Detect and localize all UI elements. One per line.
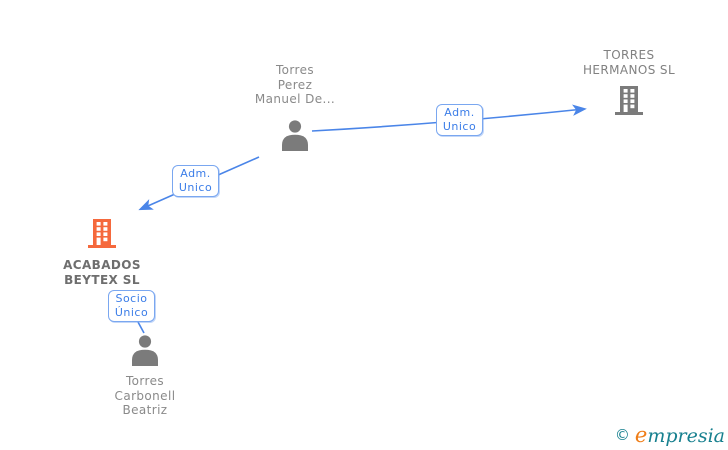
copyright-icon: © [614, 426, 630, 444]
edge-label-adm-unico-left: Adm. Unico [172, 165, 219, 197]
brand-initial: e [634, 423, 648, 447]
brand-wordmark: empresia [635, 423, 725, 447]
company-name-label: TORRES HERMANOS SL [582, 48, 676, 77]
edge-label-socio-unico: Socio Único [108, 290, 155, 322]
person-name-label: Torres Carbonell Beatriz [114, 374, 176, 417]
person-name-label: Torres Perez Manuel De... [254, 63, 336, 106]
building-icon [615, 86, 643, 119]
empresia-brand: © empresia [615, 423, 725, 447]
edge-label-adm-unico-right: Adm. Unico [436, 104, 483, 136]
person-icon [278, 119, 312, 155]
building-icon-highlighted [88, 219, 116, 252]
brand-rest: mpresia [647, 425, 725, 447]
edge-line-socio-unico [137, 321, 145, 334]
company-name-label: ACABADOS BEYTEX SL [63, 258, 141, 287]
person-icon [128, 334, 162, 370]
